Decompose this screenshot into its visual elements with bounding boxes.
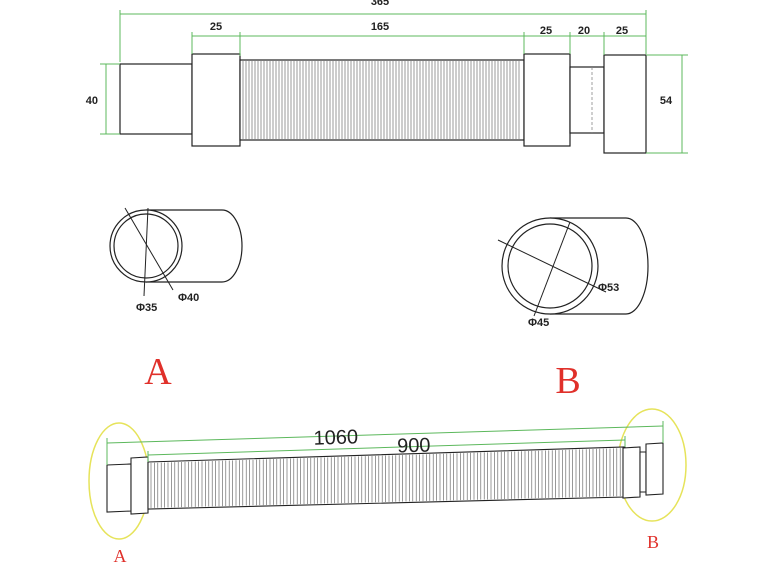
left-height-label: 40 <box>86 95 98 107</box>
end-b-letter: B <box>555 360 580 402</box>
extended-left-collar <box>130 456 149 515</box>
end-a-inner-circle <box>113 213 179 279</box>
right-end-cap <box>603 54 647 154</box>
end-a-letter: A <box>144 351 172 393</box>
end-cap-length-label: 25 <box>616 25 628 37</box>
extended-right-collar <box>622 446 641 499</box>
extended-left-end <box>106 463 132 513</box>
extended-label-b: B <box>647 532 659 552</box>
right-collar <box>523 53 571 147</box>
extended-right-cap <box>645 442 664 496</box>
extended-overall-label: 1060 <box>313 426 358 449</box>
extended-bellows <box>147 446 626 510</box>
left-collar <box>191 53 241 147</box>
top-bellows-ribs <box>242 61 520 139</box>
end-a-inner-diameter-label: Φ35 <box>136 302 157 314</box>
extended-bellows-dimension <box>147 439 626 456</box>
top-view: 365 25 165 25 20 25 40 54 <box>86 0 688 154</box>
end-b-inner-circle <box>507 223 593 309</box>
end-a-outer-diameter-label: Φ40 <box>178 292 199 304</box>
overall-length-label: 365 <box>371 0 389 8</box>
extended-bellows-label: 900 <box>397 434 431 457</box>
end-b-outer-circle <box>501 217 599 315</box>
extended-label-a: A <box>114 546 127 566</box>
end-a-detail: Φ40 Φ35 <box>109 207 243 314</box>
end-b-inner-diameter-label: Φ45 <box>528 317 549 329</box>
extended-right-neck <box>639 451 647 493</box>
extended-overall-dimension <box>106 425 664 444</box>
collar-b-length-label: 25 <box>540 25 552 37</box>
right-neck <box>569 66 605 134</box>
end-b-outer-diameter-label: Φ53 <box>598 282 619 294</box>
end-b-detail: Φ53 Φ45 <box>497 217 649 329</box>
collar-a-length-label: 25 <box>210 21 222 33</box>
bellows-length-label: 165 <box>371 21 389 33</box>
right-height-label: 54 <box>660 95 673 107</box>
extended-bellows-ribs <box>150 448 621 508</box>
neck-length-label: 20 <box>578 25 590 37</box>
left-pipe-end <box>119 63 193 135</box>
top-bellows <box>239 59 525 141</box>
extended-view: 1060 900 A B <box>88 408 687 566</box>
